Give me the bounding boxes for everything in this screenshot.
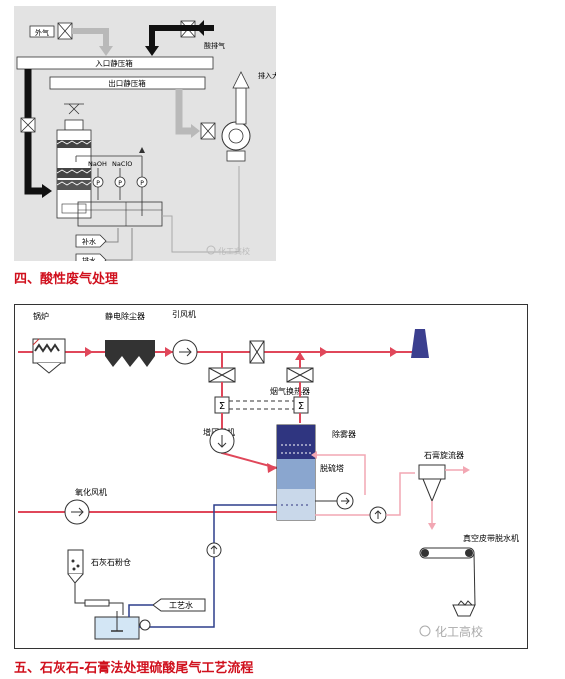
outlet-plenum-label: 出口静压箱 bbox=[108, 78, 146, 88]
sump-tank bbox=[77, 201, 163, 227]
absorber-label: 脱硫塔 bbox=[320, 463, 344, 473]
acid-exhaust-label: 酸排气 bbox=[204, 41, 225, 50]
gas-gas-heater: Σ Σ bbox=[214, 396, 309, 414]
inlet-duct-damper bbox=[20, 117, 36, 133]
svg-text:Σ: Σ bbox=[298, 401, 304, 412]
vent-label: 排入大气 bbox=[258, 71, 276, 80]
acid-exhaust-flow bbox=[149, 25, 214, 48]
gypsum-bleed-pump bbox=[315, 472, 415, 524]
ggh-label: 烟气换热器 bbox=[270, 386, 310, 396]
chimney bbox=[411, 329, 429, 358]
svg-text:P: P bbox=[118, 180, 122, 187]
process-water-tag: 工艺水 bbox=[128, 598, 206, 617]
gypsum-cyclone-label: 石膏旋流器 bbox=[424, 450, 464, 460]
limestone-slurry-tank bbox=[94, 611, 140, 640]
esp-label: 静电除尘器 bbox=[105, 311, 145, 321]
slurry-pump bbox=[315, 492, 354, 510]
naoh-label: NaOH bbox=[88, 160, 107, 168]
fgd-process-diagram: 锅炉 静电除尘器 引风机 烟气换热器 Σ bbox=[14, 304, 528, 649]
svg-text:化工高校: 化工高校 bbox=[435, 624, 483, 639]
outside-air-label: 外气 bbox=[35, 28, 49, 37]
inlet-plenum-label: 入口静压箱 bbox=[95, 58, 133, 68]
outlet-plenum: 出口静压箱 bbox=[49, 76, 206, 90]
svg-text:补水: 补水 bbox=[82, 237, 96, 246]
booster-fan bbox=[209, 428, 235, 454]
oxidation-air-line: 氧化风机 bbox=[18, 487, 277, 525]
gypsum-cyclone: 石膏旋流器 bbox=[418, 450, 470, 530]
acid-gas-diagram: 外气 酸排气 入口静压箱 出口静压箱 bbox=[14, 6, 286, 267]
exhaust-fan bbox=[221, 121, 251, 162]
watermark-bottom: 化工高校 bbox=[419, 624, 483, 639]
vacuum-belt-label: 真空皮带脱水机 bbox=[463, 533, 519, 543]
limestone-silo-label: 石灰石粉仓 bbox=[91, 557, 131, 567]
ggh-left-damper bbox=[208, 367, 236, 383]
induced-draft-fan: 引风机 bbox=[172, 309, 198, 365]
process-water-label: 工艺水 bbox=[169, 600, 193, 610]
vacuum-belt-filter: 真空皮带脱水机 bbox=[419, 533, 519, 617]
demister-label: 除雾器 bbox=[332, 429, 356, 439]
pump-2: P bbox=[114, 176, 126, 188]
section-caption-fgd: 五、石灰石-石膏法处理硫酸尾气工艺流程 bbox=[14, 661, 254, 676]
flue-gas-line bbox=[18, 347, 413, 357]
naclo-label: NaClO bbox=[112, 160, 132, 168]
scrubber-tower bbox=[56, 103, 92, 219]
exhaust-stack: 排入大气 bbox=[232, 71, 286, 125]
acid-gas-svg: 外气 酸排气 入口静压箱 出口静压箱 bbox=[16, 20, 286, 267]
outside-air-flow bbox=[72, 28, 109, 48]
fgd-process-svg: 锅炉 静电除尘器 引风机 烟气换热器 Σ bbox=[18, 309, 519, 640]
limestone-silo: 石灰石粉仓 bbox=[67, 549, 131, 615]
makeup-water-tag: 补水 bbox=[75, 234, 107, 248]
watermark-top: 化工高校 bbox=[206, 245, 250, 256]
section-caption-acid-gas: 四、酸性废气处理 bbox=[14, 272, 119, 287]
pump-1: P bbox=[92, 176, 104, 188]
drain-water-tag: 排水 bbox=[75, 253, 107, 267]
slurry-feed-line bbox=[139, 504, 277, 631]
electrostatic-precipitator: 静电除尘器 bbox=[105, 311, 155, 367]
outside-air-tag: 外气 bbox=[29, 25, 55, 38]
svg-text:P: P bbox=[140, 180, 144, 187]
svg-text:P: P bbox=[96, 180, 100, 187]
inlet-duct bbox=[24, 69, 46, 195]
outside-air-damper bbox=[57, 22, 73, 40]
pump-3: P bbox=[136, 176, 148, 188]
svg-text:排水: 排水 bbox=[82, 256, 96, 261]
boiler: 锅炉 bbox=[32, 311, 66, 374]
oxidation-fan-label: 氧化风机 bbox=[75, 487, 107, 497]
svg-text:Σ: Σ bbox=[219, 401, 225, 412]
fan-damper bbox=[200, 122, 216, 140]
boiler-label: 锅炉 bbox=[33, 311, 49, 321]
outlet-duct bbox=[175, 89, 194, 135]
absorber-tower bbox=[276, 424, 316, 521]
inlet-plenum: 入口静压箱 bbox=[16, 56, 214, 70]
main-line-damper bbox=[249, 340, 265, 364]
svg-text:化工高校: 化工高校 bbox=[218, 246, 250, 256]
id-fan-label: 引风机 bbox=[172, 309, 196, 319]
ggh-right-damper bbox=[286, 367, 314, 383]
